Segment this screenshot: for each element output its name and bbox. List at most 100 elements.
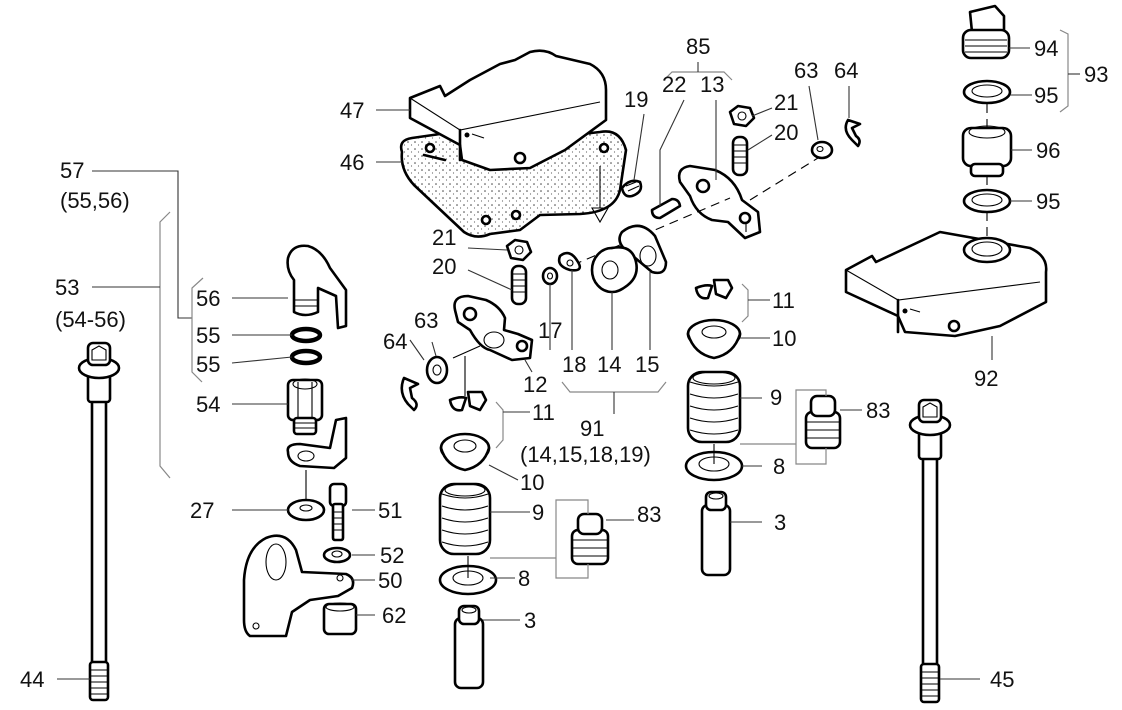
label-64-right: 64 [834, 58, 858, 83]
rocker-arm-12 [453, 294, 534, 362]
label-56: 56 [196, 286, 220, 311]
label-53-contents: (54-56) [55, 307, 126, 332]
seal-ring-in-cover [962, 236, 1012, 264]
label-91: 91 [580, 416, 604, 441]
label-13: 13 [700, 72, 724, 97]
cap-screw-51 [328, 482, 348, 542]
label-3-right: 3 [774, 510, 786, 535]
label-85: 85 [686, 34, 710, 59]
label-44: 44 [20, 667, 44, 692]
rocker-cover-92 [844, 230, 1048, 338]
adjusting-screw-20-right [731, 135, 749, 177]
spring-retainer-10-left [439, 432, 491, 472]
rocker-cover-47 [408, 49, 608, 172]
label-20-right: 20 [774, 120, 798, 145]
label-91-contents: (14,15,18,19) [520, 442, 651, 467]
label-96: 96 [1036, 138, 1060, 163]
cam-plate-15 [618, 224, 668, 275]
bracket-plate [286, 416, 348, 470]
spring-seat-8-left [438, 556, 498, 596]
valve-stem-seal-83-left [570, 512, 610, 566]
label-93: 93 [1084, 62, 1108, 87]
adapter-96 [961, 125, 1013, 178]
label-83-right: 83 [866, 398, 890, 423]
label-11-left: 11 [532, 400, 555, 425]
gasket-46 [399, 130, 628, 238]
label-9-right: 9 [770, 385, 782, 410]
spring-seat-8-right [684, 444, 744, 482]
label-18: 18 [562, 352, 586, 377]
label-19: 19 [624, 87, 648, 112]
bracket-50 [242, 534, 355, 638]
label-21-left: 21 [432, 225, 456, 250]
label-62: 62 [382, 603, 406, 628]
label-57-contents: (55,56) [60, 188, 130, 213]
valve-spring-9-left [438, 482, 492, 556]
label-52: 52 [380, 543, 404, 568]
lock-washer-52 [322, 546, 352, 564]
label-8-left: 8 [518, 566, 530, 591]
label-12: 12 [523, 372, 547, 397]
label-53: 53 [55, 275, 79, 300]
label-17: 17 [538, 318, 562, 343]
label-63-right: 63 [794, 58, 818, 83]
washer-63-left [425, 355, 449, 385]
clip-64-right [844, 118, 862, 148]
label-3-left: 3 [524, 608, 536, 633]
spacer-62 [322, 602, 358, 636]
label-8-right: 8 [773, 454, 785, 479]
label-95-lower: 95 [1036, 189, 1060, 214]
label-94: 94 [1034, 36, 1058, 61]
o-ring-55-lower [289, 348, 323, 366]
valve-spring-9-right [686, 370, 742, 444]
pushrod-44 [77, 341, 121, 702]
spring-19 [620, 179, 643, 198]
label-51: 51 [378, 498, 402, 523]
label-95-upper: 95 [1034, 83, 1058, 108]
washer-17 [541, 266, 559, 286]
lever-56 [286, 244, 348, 330]
valve-keepers-11-left [448, 390, 488, 412]
washer-27 [286, 498, 326, 522]
label-10-left: 10 [520, 470, 544, 495]
label-11-right: 11 [772, 288, 795, 313]
pushrod-45 [908, 398, 952, 704]
label-10-right: 10 [772, 326, 796, 351]
label-46: 46 [340, 150, 364, 175]
label-45: 45 [990, 667, 1014, 692]
clip-64-left [400, 376, 420, 412]
label-47: 47 [340, 98, 364, 123]
retainer-clip-18 [557, 251, 582, 272]
label-22: 22 [662, 72, 686, 97]
oil-filler-plug-94 [961, 4, 1011, 60]
washer-63-right [810, 140, 834, 160]
label-54: 54 [196, 392, 220, 417]
label-21-right: 21 [774, 90, 798, 115]
adjusting-screw-20-left [510, 264, 528, 306]
label-92: 92 [974, 366, 998, 391]
label-14: 14 [597, 352, 621, 377]
spring-retainer-10-right [686, 318, 742, 360]
label-50: 50 [378, 568, 402, 593]
label-64-left: 64 [383, 329, 407, 354]
label-83-left: 83 [637, 502, 661, 527]
assembly-direction-arrow [591, 166, 609, 224]
label-63-left: 63 [414, 308, 438, 333]
label-27: 27 [190, 498, 214, 523]
nut-21-right [728, 104, 756, 128]
valve-body-54 [286, 378, 324, 436]
seal-ring-95-upper [962, 79, 1012, 105]
part-labels: 47 46 57 (55,56) 53 (54-56) 56 55 55 54 … [20, 34, 1108, 692]
valve-guide-3-left [453, 604, 485, 690]
nut-21-left [505, 238, 533, 262]
rocker-arm-13 [677, 164, 762, 240]
seal-ring-95-lower [962, 188, 1012, 214]
label-57: 57 [60, 158, 84, 183]
label-20-left: 20 [432, 254, 456, 279]
o-ring-55-upper [289, 326, 323, 344]
valve-keepers-11-right [694, 278, 734, 300]
shaft-pin-22 [650, 197, 682, 220]
label-55-lower: 55 [196, 352, 220, 377]
cam-14 [590, 246, 638, 294]
